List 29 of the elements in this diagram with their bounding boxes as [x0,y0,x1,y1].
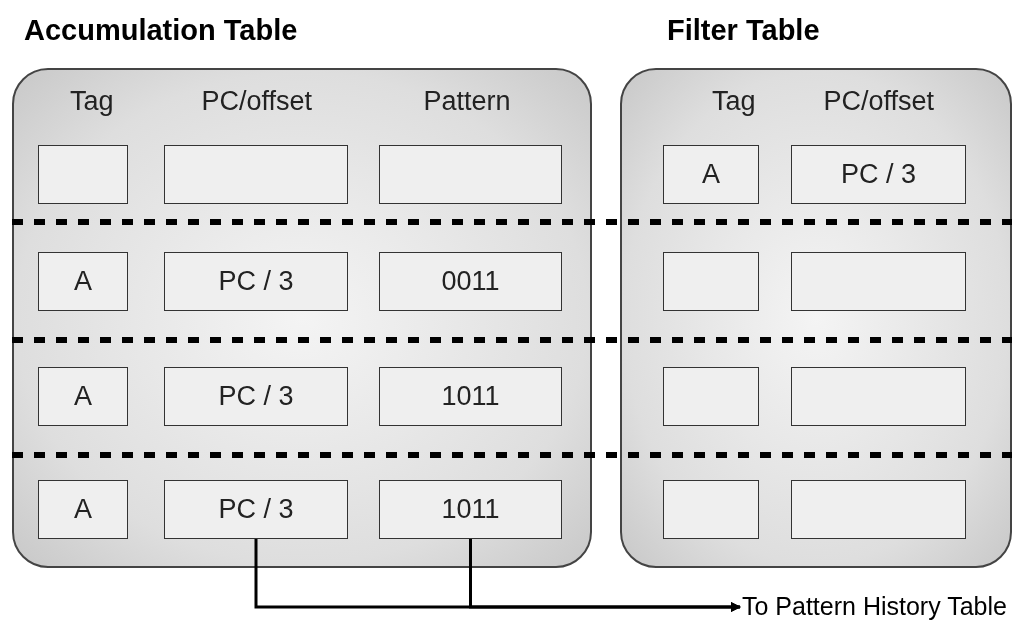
table-cell: PC / 3 [164,252,348,311]
empty-cell [164,145,348,204]
column-header: Tag [712,86,756,117]
table-cell: PC / 3 [164,367,348,426]
empty-cell [379,145,562,204]
empty-cell [791,367,966,426]
empty-cell [791,480,966,539]
table-title: Accumulation Table [24,14,298,47]
table-title: Filter Table [667,14,820,47]
empty-cell [38,145,128,204]
column-header: PC/offset [201,86,313,117]
column-header: Tag [70,86,114,117]
column-header: PC/offset [823,86,935,117]
table-cell: A [38,480,128,539]
empty-cell [663,252,759,311]
destination-label: To Pattern History Table [742,592,1007,621]
empty-cell [663,367,759,426]
column-header: Pattern [423,86,511,117]
table-cell: 0011 [379,252,562,311]
table-cell: A [38,252,128,311]
table-cell: PC / 3 [164,480,348,539]
empty-cell [663,480,759,539]
connector-arrow [469,539,741,612]
table-cell: PC / 3 [791,145,966,204]
table-cell: 1011 [379,480,562,539]
table-cell: 1011 [379,367,562,426]
table-cell: A [38,367,128,426]
table-cell: A [663,145,759,204]
empty-cell [791,252,966,311]
